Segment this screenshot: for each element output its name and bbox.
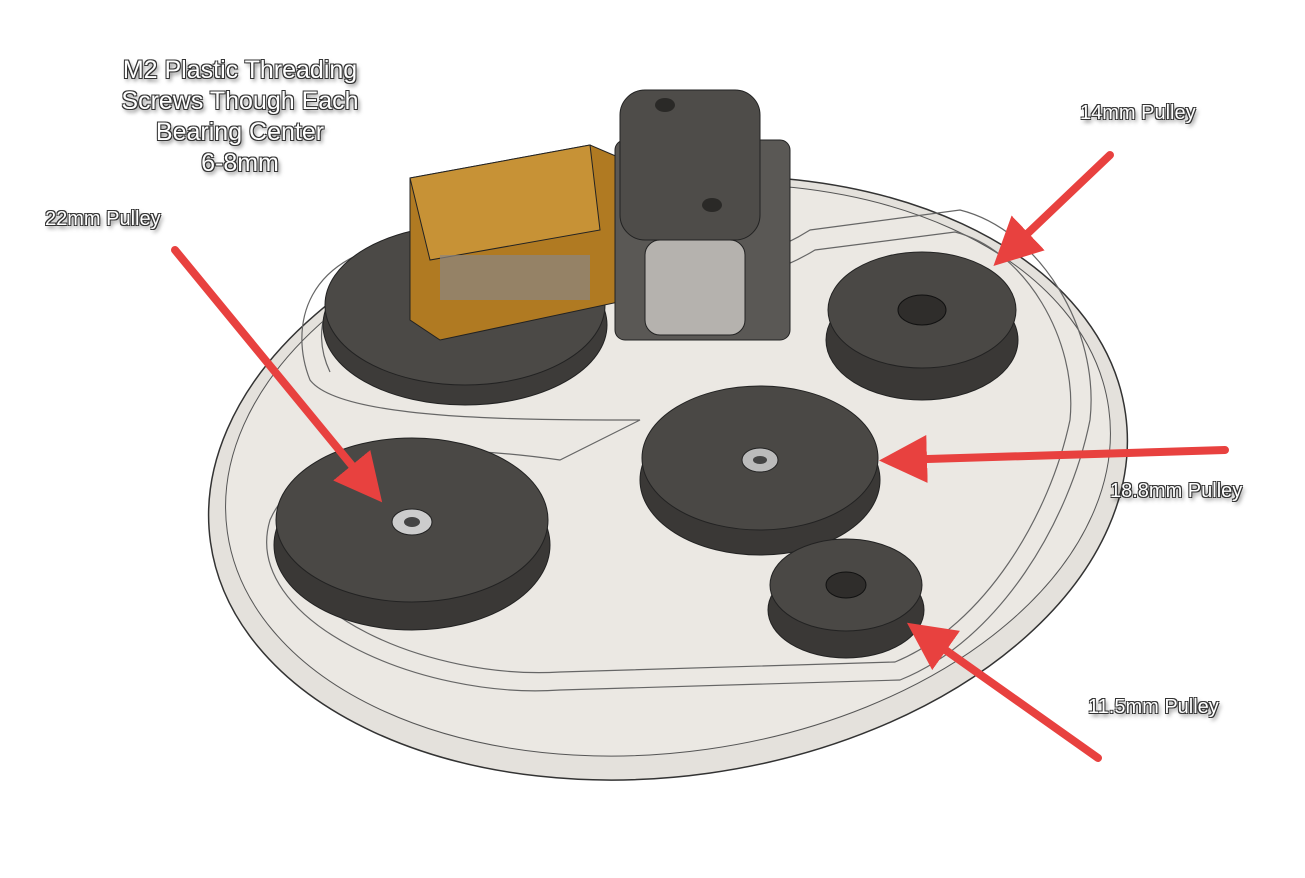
arrow-22mm (171, 246, 383, 503)
annotation-line: 6-8mm (201, 149, 279, 177)
label-22mm-pulley: 22mm Pulley (45, 208, 161, 230)
arrow-14mm (993, 151, 1114, 267)
arrows (171, 151, 1229, 762)
annotation-line: Bearing Center (155, 118, 325, 146)
arrow-11-5mm (906, 622, 1102, 762)
gear-motor (409, 89, 791, 341)
pulley-11-5mm (767, 538, 925, 659)
label-14mm-pulley: 14mm Pulley (1080, 102, 1196, 124)
annotation-line: M2 Plastic Threading (122, 56, 358, 84)
screw-annotation: M2 Plastic Threading Screws Though Each … (70, 55, 410, 179)
annotation-line: Screws Though Each (121, 87, 359, 115)
pulley-22mm (273, 437, 551, 631)
pulley-14mm (825, 251, 1019, 401)
pulley-18-8mm (639, 385, 881, 556)
label-18-8mm-pulley: 18.8mm Pulley (1110, 480, 1243, 502)
label-11-5mm-pulley: 11.5mm Pulley (1088, 696, 1219, 718)
arrow-18-8mm (879, 435, 1229, 484)
